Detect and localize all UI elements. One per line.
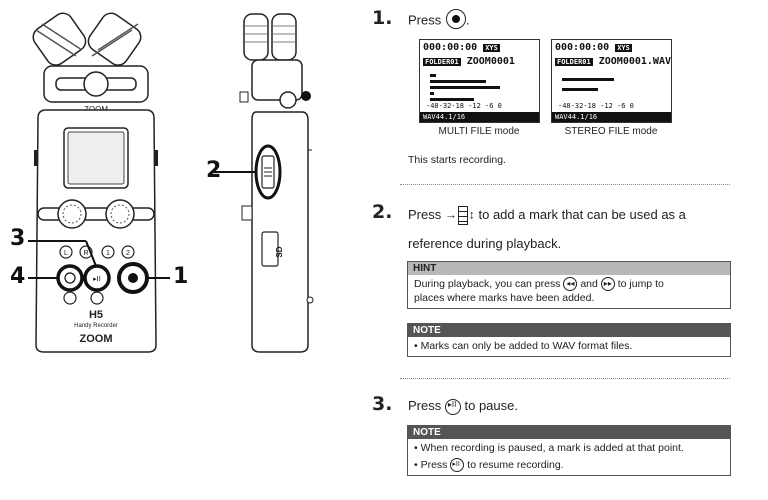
- rewind-button-icon: ◂◂: [563, 277, 578, 292]
- lcd-screen-multi: 000:00:00 XYS FOLDER01 ZOOM0001 -48-32-1…: [419, 39, 540, 123]
- callout-2: 2: [206, 158, 222, 183]
- step-1-instruction: Press .: [408, 9, 469, 31]
- caption-stereo-file: STEREO FILE mode: [564, 126, 658, 137]
- play-pause-button-icon: ▸II: [444, 398, 461, 415]
- play-pause-button: [83, 264, 111, 292]
- step-1-text: Press: [408, 12, 442, 28]
- lcd-screen-stereo: 000:00:00 XYS FOLDER01 ZOOM0001.WAV -48-…: [551, 39, 672, 123]
- callout-3: 3: [10, 226, 26, 251]
- caption-multi-file: MULTI FILE mode: [438, 126, 520, 137]
- note-title-step2: NOTE: [408, 324, 730, 337]
- stop-button: [56, 264, 84, 292]
- hint-box: HINT During playback, you can press ◂◂ a…: [407, 261, 731, 310]
- divider-2: [400, 378, 730, 379]
- note-body-step2: • Marks can only be added to WAV format …: [414, 340, 633, 352]
- recorder-side-illustration: SD: [212, 13, 314, 353]
- step-2-instruction: Press →↕ to add a mark that can be used …: [408, 206, 686, 225]
- xy-mic-capsules: [32, 12, 142, 66]
- note-title-step3: NOTE: [408, 426, 730, 439]
- step-1-number: 1.: [372, 7, 393, 29]
- step-2-number: 2.: [372, 201, 393, 223]
- hint-body: During playback, you can press ◂◂ and ▸▸…: [414, 277, 664, 305]
- step-3-number: 3.: [372, 393, 393, 415]
- brand-label: ZOOM: [80, 333, 113, 345]
- step-1-note: This starts recording.: [408, 154, 507, 166]
- lcd-time: 000:00:00: [423, 42, 478, 53]
- track-1-label: 1: [106, 250, 110, 257]
- fast-forward-button-icon: ▸▸: [600, 277, 615, 292]
- model-subtitle: Handy Recorder: [74, 323, 118, 329]
- callout-1: 1: [173, 264, 189, 289]
- note-body-step3: • When recording is paused, a mark is ad…: [414, 442, 684, 473]
- mark-switch-icon: →↕: [445, 206, 475, 225]
- step-2-instruction-line2: reference during playback.: [408, 236, 562, 251]
- track-l-label: L: [64, 250, 68, 257]
- track-2-label: 2: [126, 250, 130, 257]
- play-pause-button-icon-note: ▸II: [450, 458, 465, 473]
- svg-text:▸II: ▸II: [93, 275, 101, 283]
- hint-title: HINT: [408, 262, 730, 275]
- note-box-step2: NOTE • Marks can only be added to WAV fo…: [407, 323, 731, 357]
- recorder-front-illustration: ZOOM L R 1 2 ▸II H5 Handy Recorder ZOOM: [28, 12, 170, 353]
- callout-4: 4: [10, 264, 26, 289]
- model-label: H5: [89, 309, 103, 321]
- gain-knob-left: [57, 199, 87, 229]
- record-button-icon: [445, 9, 466, 29]
- note-box-step3: NOTE • When recording is paused, a mark …: [407, 425, 731, 477]
- track-r-label: R: [83, 250, 88, 257]
- gain-knob-right: [105, 199, 135, 229]
- divider-1: [400, 184, 730, 185]
- svg-text:SD: SD: [275, 246, 284, 257]
- step-3-instruction: Press ▸II to pause.: [408, 398, 518, 415]
